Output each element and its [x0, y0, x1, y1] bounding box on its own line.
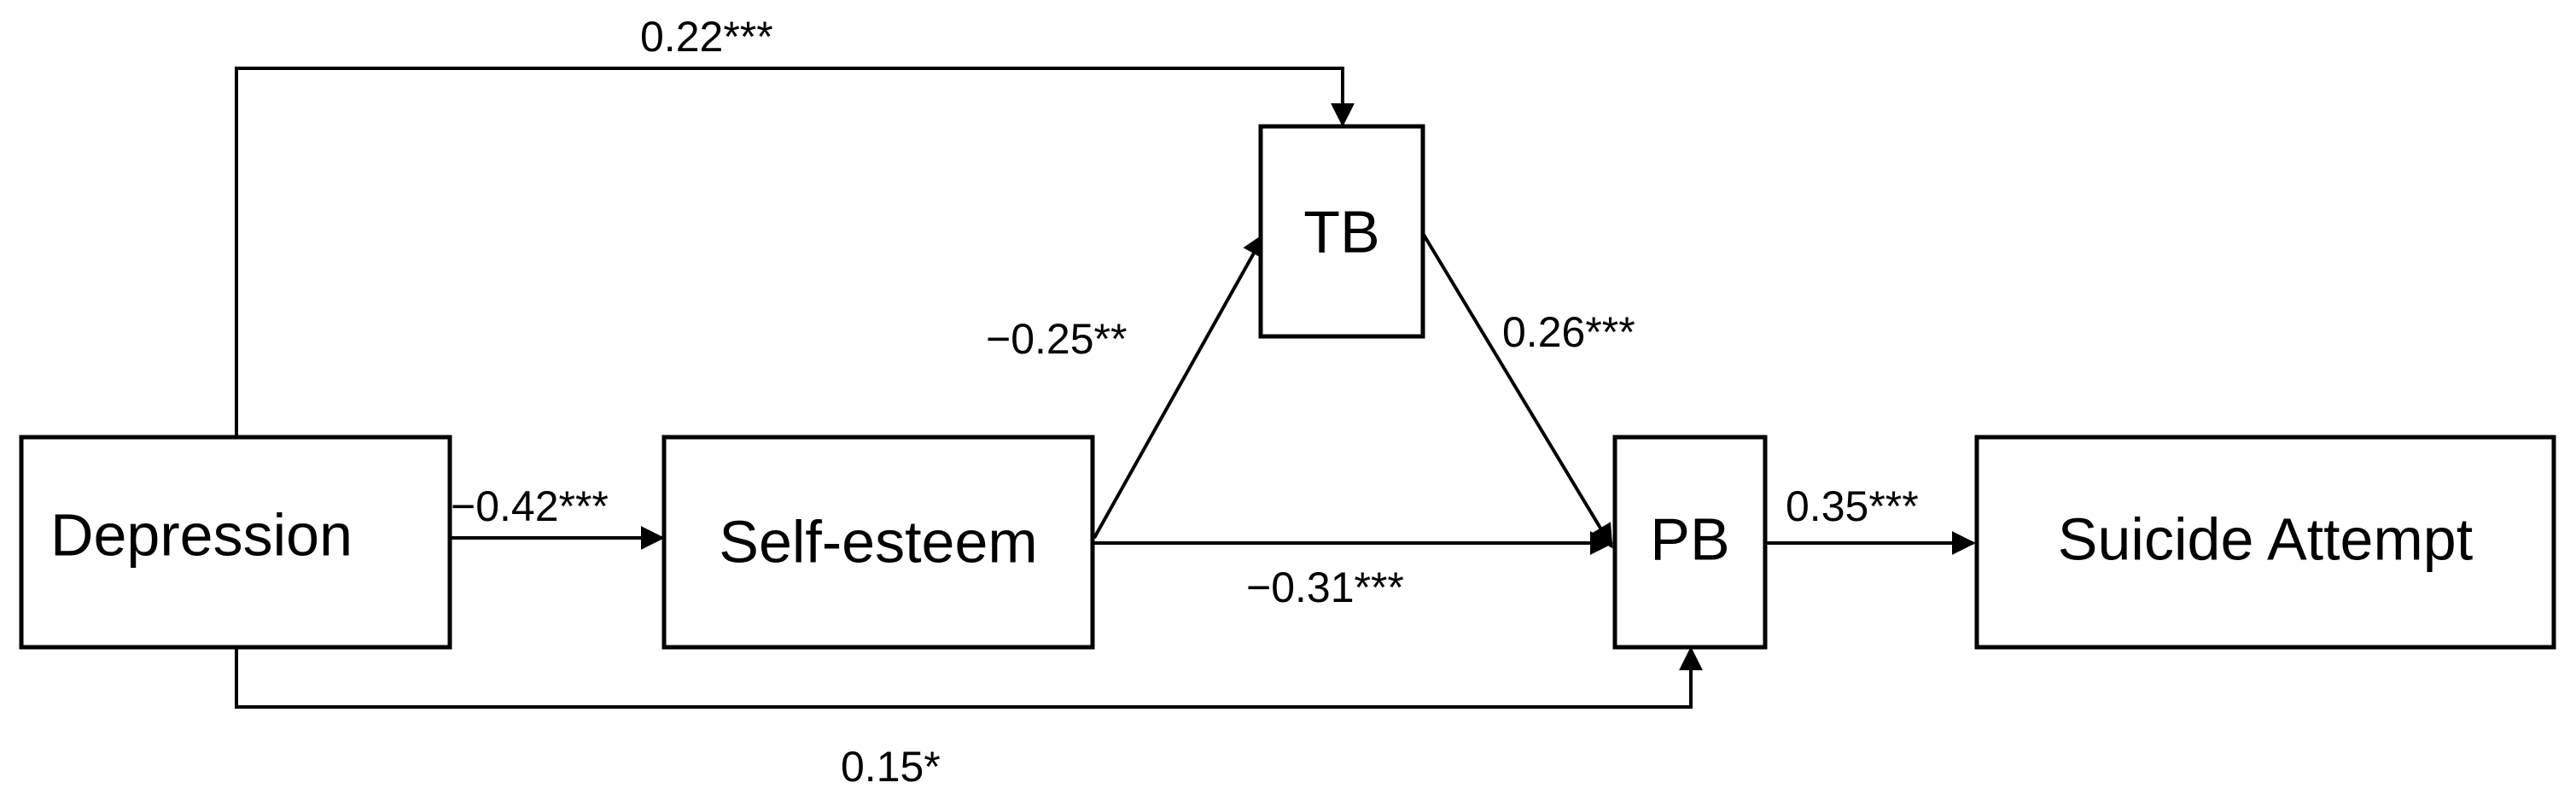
edges [235, 67, 1976, 709]
edge-self-esteem-to-tb [1093, 232, 1266, 539]
label-depression-to-self-esteem: −0.42*** [451, 482, 609, 530]
node-label-self-esteem: Self-esteem [719, 508, 1037, 575]
label-pb-to-suicide-attempt: 0.35*** [1786, 482, 1919, 530]
node-label-pb: PB [1650, 505, 1729, 572]
label-self-esteem-to-tb: −0.25** [986, 315, 1127, 363]
edge-depression-to-tb [235, 67, 1355, 435]
node-pb: PB [1612, 435, 1768, 650]
node-self-esteem: Self-esteem [661, 435, 1095, 650]
edge-depression-to-pb [235, 646, 1703, 709]
node-suicide-attempt: Suicide Attempt [1974, 435, 2556, 650]
node-depression: Depression [19, 435, 452, 650]
node-tb: TB [1258, 124, 1425, 339]
label-depression-to-tb: 0.22*** [640, 13, 773, 61]
label-self-esteem-to-pb: −0.31*** [1246, 564, 1404, 611]
node-label-suicide-attempt: Suicide Attempt [2058, 505, 2473, 572]
label-depression-to-pb: 0.15* [841, 743, 941, 791]
node-label-tb: TB [1303, 198, 1379, 265]
edge-tb-to-pb [1422, 233, 1613, 549]
node-label-depression: Depression [50, 501, 353, 568]
edge-labels: 0.22*** −0.42*** −0.25** 0.26*** −0.31**… [451, 13, 1919, 791]
label-tb-to-pb: 0.26*** [1502, 308, 1635, 356]
